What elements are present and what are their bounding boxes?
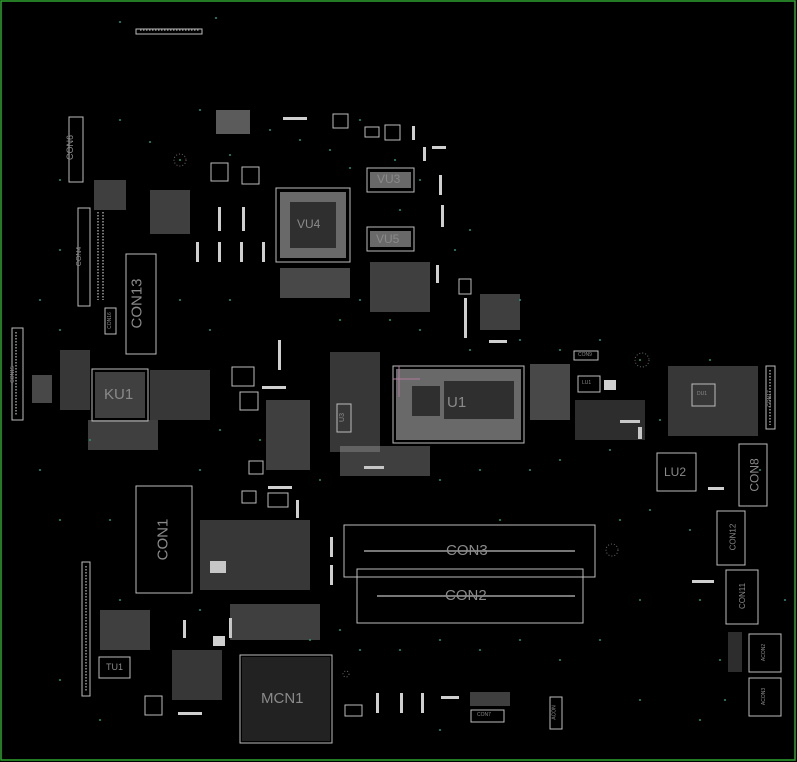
label-con15: CON15 — [9, 366, 16, 383]
label-acon2: ACON2 — [761, 643, 768, 662]
silkscreen-outlines — [11, 28, 782, 744]
label-vu4: VU4 — [297, 217, 321, 231]
reference-crosshair — [393, 366, 420, 397]
tu1-outline — [98, 656, 131, 679]
label-du1: DU1 — [697, 391, 708, 397]
mcn1-outline — [239, 654, 333, 744]
label-lu1: LU1 — [582, 380, 592, 386]
u3-outline — [336, 403, 352, 433]
label-con17: CON17 — [766, 390, 773, 407]
con12-outline — [716, 510, 746, 566]
con11-outline — [725, 569, 759, 625]
label-con6: CON6 — [65, 134, 76, 161]
con1-outline — [135, 485, 193, 594]
vu4-outline — [275, 187, 351, 263]
lu2-outline — [656, 452, 697, 492]
con15-outline — [11, 327, 24, 421]
label-con12: CON12 — [728, 523, 738, 551]
label-con8: CON8 — [747, 458, 762, 492]
label-con4: CON4 — [76, 246, 84, 267]
acon-outline — [549, 696, 563, 730]
con3-outline — [343, 524, 596, 578]
u1-outline — [392, 365, 525, 444]
label-ku1: KU1 — [104, 386, 134, 403]
label-con16: CON16 — [106, 312, 113, 329]
label-mcn1: MCN1 — [261, 690, 304, 707]
label-con7: CON7 — [477, 712, 491, 718]
vias — [39, 17, 786, 731]
con4-outline — [77, 207, 91, 307]
discrete-components — [178, 117, 724, 715]
du1-outline — [691, 383, 716, 407]
label-acon3: ACON3 — [761, 687, 768, 706]
label-vu3: VU3 — [377, 172, 401, 186]
vu5-outline — [366, 226, 415, 252]
chip-pin-holes — [290, 202, 514, 419]
con13-outline — [125, 253, 157, 355]
smd-clusters — [32, 110, 758, 706]
label-con2: CON2 — [445, 587, 487, 604]
vu3-outline — [366, 167, 415, 193]
con6-outline — [68, 116, 84, 183]
label-vu5: VU5 — [376, 232, 400, 246]
con2-outline — [356, 568, 584, 624]
acon3-outline — [748, 677, 782, 717]
label-con13: CON13 — [128, 278, 146, 329]
label-acon: ACON — [551, 705, 558, 720]
label-con11: CON11 — [738, 582, 748, 610]
mounting-holes — [173, 153, 650, 678]
label-u3: U3 — [338, 413, 346, 422]
label-tu1: TU1 — [106, 662, 124, 672]
label-lu2: LU2 — [664, 465, 687, 479]
ku1-outline — [91, 368, 149, 422]
mcn1-body — [242, 657, 330, 741]
label-con1: CON1 — [154, 518, 172, 561]
connector-pins — [15, 29, 771, 692]
acon2-outline — [748, 633, 782, 673]
con8-outline — [738, 443, 768, 507]
ku1-body — [95, 372, 145, 418]
label-con9: CON9 — [578, 352, 592, 358]
label-u1: U1 — [447, 394, 467, 411]
label-con3: CON3 — [446, 542, 488, 559]
con7-outline — [470, 709, 505, 723]
